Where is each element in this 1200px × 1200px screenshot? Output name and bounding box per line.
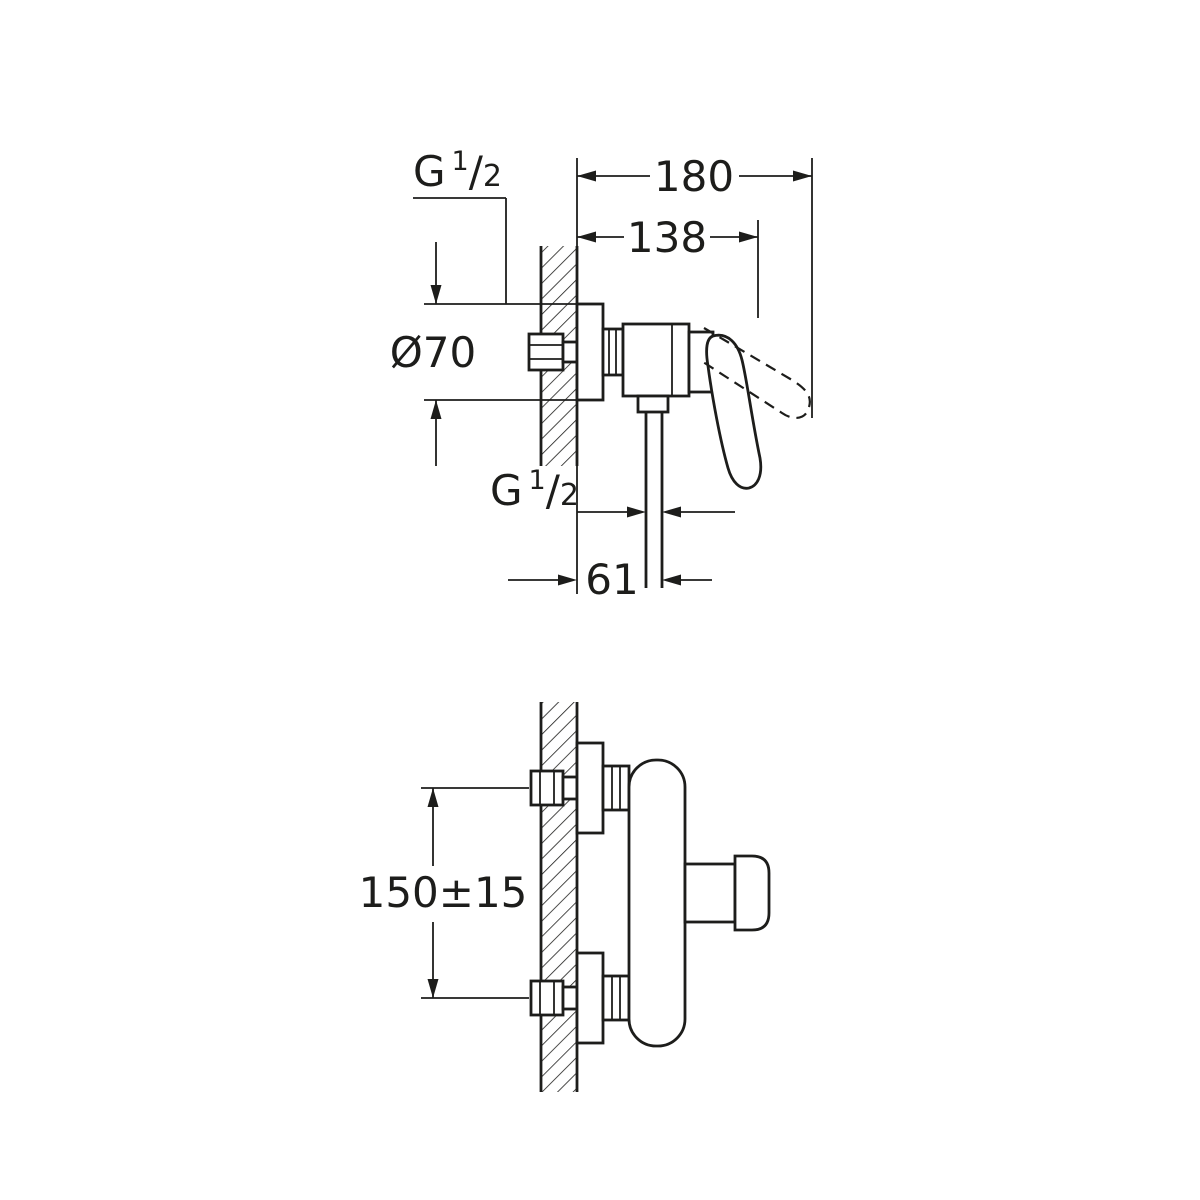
arrowhead <box>739 231 758 243</box>
escutcheon <box>575 302 605 402</box>
inlet-neck <box>561 775 579 801</box>
mixer-front-profile <box>627 758 771 1048</box>
inlet-hex-nut <box>529 979 565 1017</box>
union-nut <box>601 764 631 812</box>
escutcheon <box>575 951 605 1045</box>
dimension-total-depth: 180 <box>576 152 813 418</box>
arrowhead <box>627 506 646 518</box>
dimension-wall-to-outlet: 61 <box>508 466 712 604</box>
dim-label-inlet-center-distance: 150±15 <box>359 868 528 917</box>
dim-label-total-depth: 180 <box>654 152 734 201</box>
escutcheon <box>575 741 605 835</box>
mixer-side-profile <box>527 302 811 588</box>
outlet-cap <box>733 854 771 932</box>
top-inlet-connection <box>529 741 631 835</box>
inlet-neck <box>561 985 579 1011</box>
arrowhead <box>558 574 577 586</box>
inlet-hex-nut <box>529 769 565 807</box>
union-nut <box>601 974 631 1022</box>
inlet-neck <box>561 340 579 364</box>
dimension-inlet-center-distance: 150±15 <box>359 787 529 999</box>
inlet-hex-nut <box>527 332 565 372</box>
dimension-body-depth: 138 <box>577 213 759 318</box>
arrowhead <box>427 979 439 998</box>
dimension-escutcheon-diameter: Ø70 <box>390 242 577 466</box>
arrowhead <box>577 231 596 243</box>
valve-body <box>621 322 691 398</box>
outlet-stub <box>683 862 737 924</box>
bottom-inlet-connection <box>529 951 631 1045</box>
arrowhead <box>430 285 442 304</box>
arrowhead <box>793 170 812 182</box>
arrowhead <box>427 788 439 807</box>
mixer-body <box>627 758 687 1048</box>
handle-lever <box>705 333 763 490</box>
arrowhead <box>577 170 596 182</box>
front-view: 150±15 <box>359 702 771 1092</box>
arrowhead <box>430 400 442 419</box>
outlet-adapter <box>636 394 670 414</box>
handle-alt-position <box>699 327 811 419</box>
arrowhead <box>662 574 681 586</box>
dim-label-escutcheon-diameter: Ø70 <box>390 328 477 377</box>
arrowhead <box>662 506 681 518</box>
dim-label-wall-to-outlet: 61 <box>585 555 638 604</box>
wall-hatching <box>541 702 577 1092</box>
dim-label-body-depth: 138 <box>627 213 707 262</box>
union-nut <box>601 327 625 377</box>
